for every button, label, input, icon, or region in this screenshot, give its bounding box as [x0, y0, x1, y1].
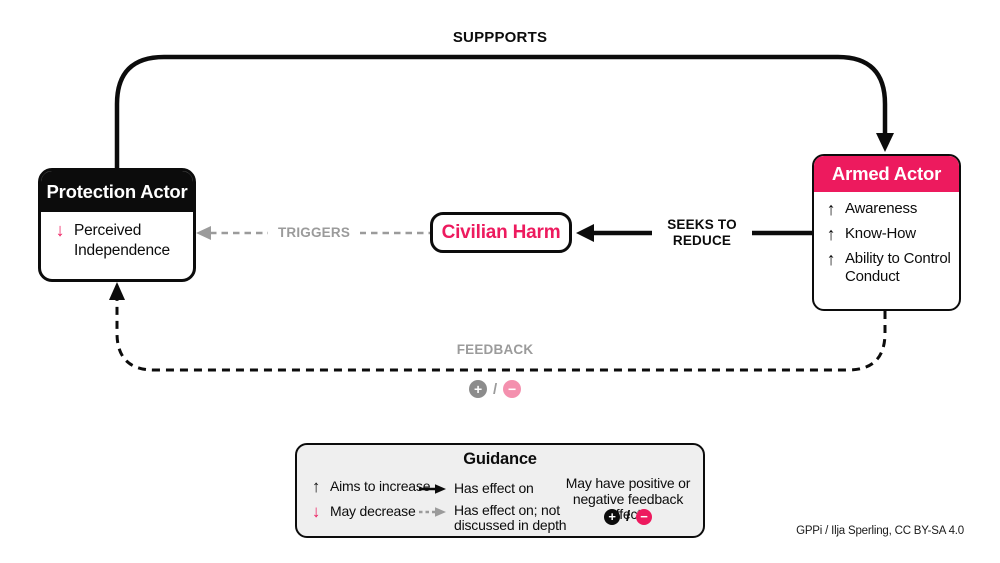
- protection-actor-title: Protection Actor: [41, 171, 193, 212]
- civilian-harm-node: Civilian Harm: [430, 212, 572, 253]
- legend-feedback-signs: + / −: [555, 508, 701, 525]
- minus-circle-icon: −: [502, 380, 521, 398]
- legend-has-effect-on: Has effect on: [419, 480, 534, 496]
- legend-may-decrease: ↓ May decrease: [310, 503, 416, 520]
- seeks-to-reduce-line1: SEEKS TO: [667, 217, 737, 232]
- seeks-arrowhead-icon: [576, 224, 594, 242]
- up-arrow-icon: ↑: [826, 223, 836, 244]
- slash-separator: /: [626, 508, 630, 525]
- list-item-label: Know-How: [845, 224, 916, 242]
- legend-label: Has effect on; not discussed in depth: [454, 502, 567, 534]
- up-arrow-icon: ↑: [826, 248, 836, 269]
- plus-circle-icon: +: [469, 380, 488, 398]
- legend-label: Aims to increase: [330, 477, 431, 494]
- minus-circle-icon: −: [635, 508, 652, 525]
- guidance-title: Guidance: [463, 450, 537, 468]
- list-item-label: Perceived Independence: [74, 222, 170, 260]
- feedback-signs: + / −: [443, 380, 547, 398]
- list-item: ↑ Ability to Control Conduct: [825, 248, 951, 287]
- armed-actor-body: ↑ Awareness ↑ Know-How ↑ Ability to Cont…: [814, 192, 959, 295]
- armed-actor-title: Armed Actor: [814, 156, 959, 192]
- legend-aims-to-increase: ↑ Aims to increase: [310, 477, 431, 496]
- feedback-arrow-line: [115, 296, 887, 372]
- list-item: ↑ Awareness: [825, 199, 951, 220]
- protection-actor-body: ↓ Perceived Independence: [41, 212, 193, 272]
- triggers-arrowhead-icon: [196, 226, 211, 240]
- slash-separator: /: [493, 380, 497, 398]
- feedback-label: FEEDBACK: [456, 342, 534, 357]
- supports-arrowhead-icon: [876, 133, 894, 152]
- armed-actor-node: Armed Actor ↑ Awareness ↑ Know-How ↑ Abi…: [812, 154, 961, 311]
- list-item: ↓ Perceived Independence: [54, 220, 183, 261]
- list-item: ↑ Know-How: [825, 223, 951, 245]
- protection-actor-node: Protection Actor ↓ Perceived Independenc…: [38, 168, 196, 282]
- seeks-to-reduce-line2: REDUCE: [672, 233, 732, 249]
- list-item-label: Ability to Control Conduct: [845, 249, 951, 285]
- seeks-to-reduce-label: SEEKS TO REDUCE: [652, 216, 752, 251]
- down-arrow-icon: ↓: [55, 220, 65, 240]
- solid-arrow-icon: [419, 483, 446, 494]
- legend-label: Has effect on: [454, 480, 534, 496]
- credit-text: GPPi / Ilja Sperling, CC BY-SA 4.0: [796, 525, 964, 537]
- triggers-label: TRIGGERS: [268, 224, 360, 241]
- list-item-label: Awareness: [845, 200, 918, 217]
- guidance-legend: Guidance ↑ Aims to increase ↓ May decrea…: [295, 443, 705, 538]
- plus-circle-icon: +: [604, 508, 621, 525]
- dashed-arrow-icon: [419, 507, 446, 517]
- civilian-harm-title: Civilian Harm: [441, 221, 561, 243]
- legend-label: May decrease: [330, 502, 416, 519]
- down-arrow-icon: ↓: [311, 502, 321, 521]
- supports-arrow-line: [114, 54, 888, 176]
- up-arrow-icon: ↑: [826, 199, 836, 219]
- up-arrow-icon: ↑: [311, 477, 321, 496]
- legend-feedback-line1: May have positive or: [565, 475, 691, 491]
- feedback-arrowhead-icon: [109, 282, 125, 300]
- legend-has-effect-not-discussed: Has effect on; not discussed in depth: [419, 502, 568, 534]
- supports-label: SUPPPORTS: [452, 29, 548, 46]
